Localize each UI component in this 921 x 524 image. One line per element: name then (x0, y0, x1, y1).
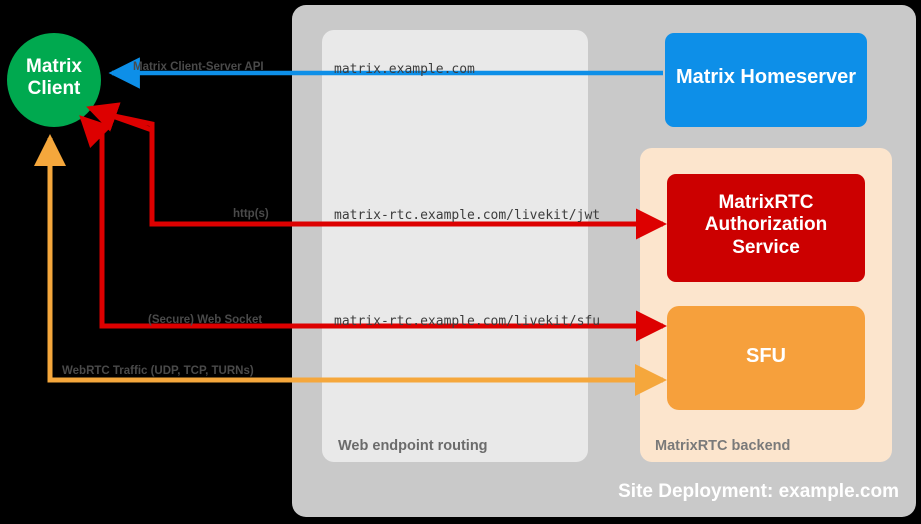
endpoint-matrix-example-com: matrix.example.com (334, 62, 475, 77)
endpoint-livekit-sfu: matrix-rtc.example.com/livekit/sfu (334, 314, 601, 329)
edge-secure-websocket-arrowhead (79, 115, 113, 160)
routing-container (322, 30, 588, 462)
sfu-node[interactable] (667, 306, 865, 410)
matrix-homeserver-node[interactable] (665, 33, 867, 127)
endpoint-livekit-jwt: matrix-rtc.example.com/livekit/jwt (334, 208, 601, 223)
matrix-client-node[interactable] (7, 33, 101, 127)
routing-container-caption: Web endpoint routing (338, 438, 488, 454)
edge-label-secure-websocket: (Secure) Web Socket (148, 314, 263, 326)
backend-container-caption: MatrixRTC backend (655, 438, 791, 454)
matrixrtc-auth-service-node[interactable] (667, 174, 865, 282)
edge-label-client-server-api: Matrix Client-Server API (133, 61, 264, 73)
edge-label-webrtc-traffic: WebRTC Traffic (UDP, TCP, TURNs) (62, 365, 254, 377)
deployment-container-caption: Site Deployment: example.com (618, 481, 899, 502)
edge-label-http-jwt: http(s) (233, 208, 269, 220)
